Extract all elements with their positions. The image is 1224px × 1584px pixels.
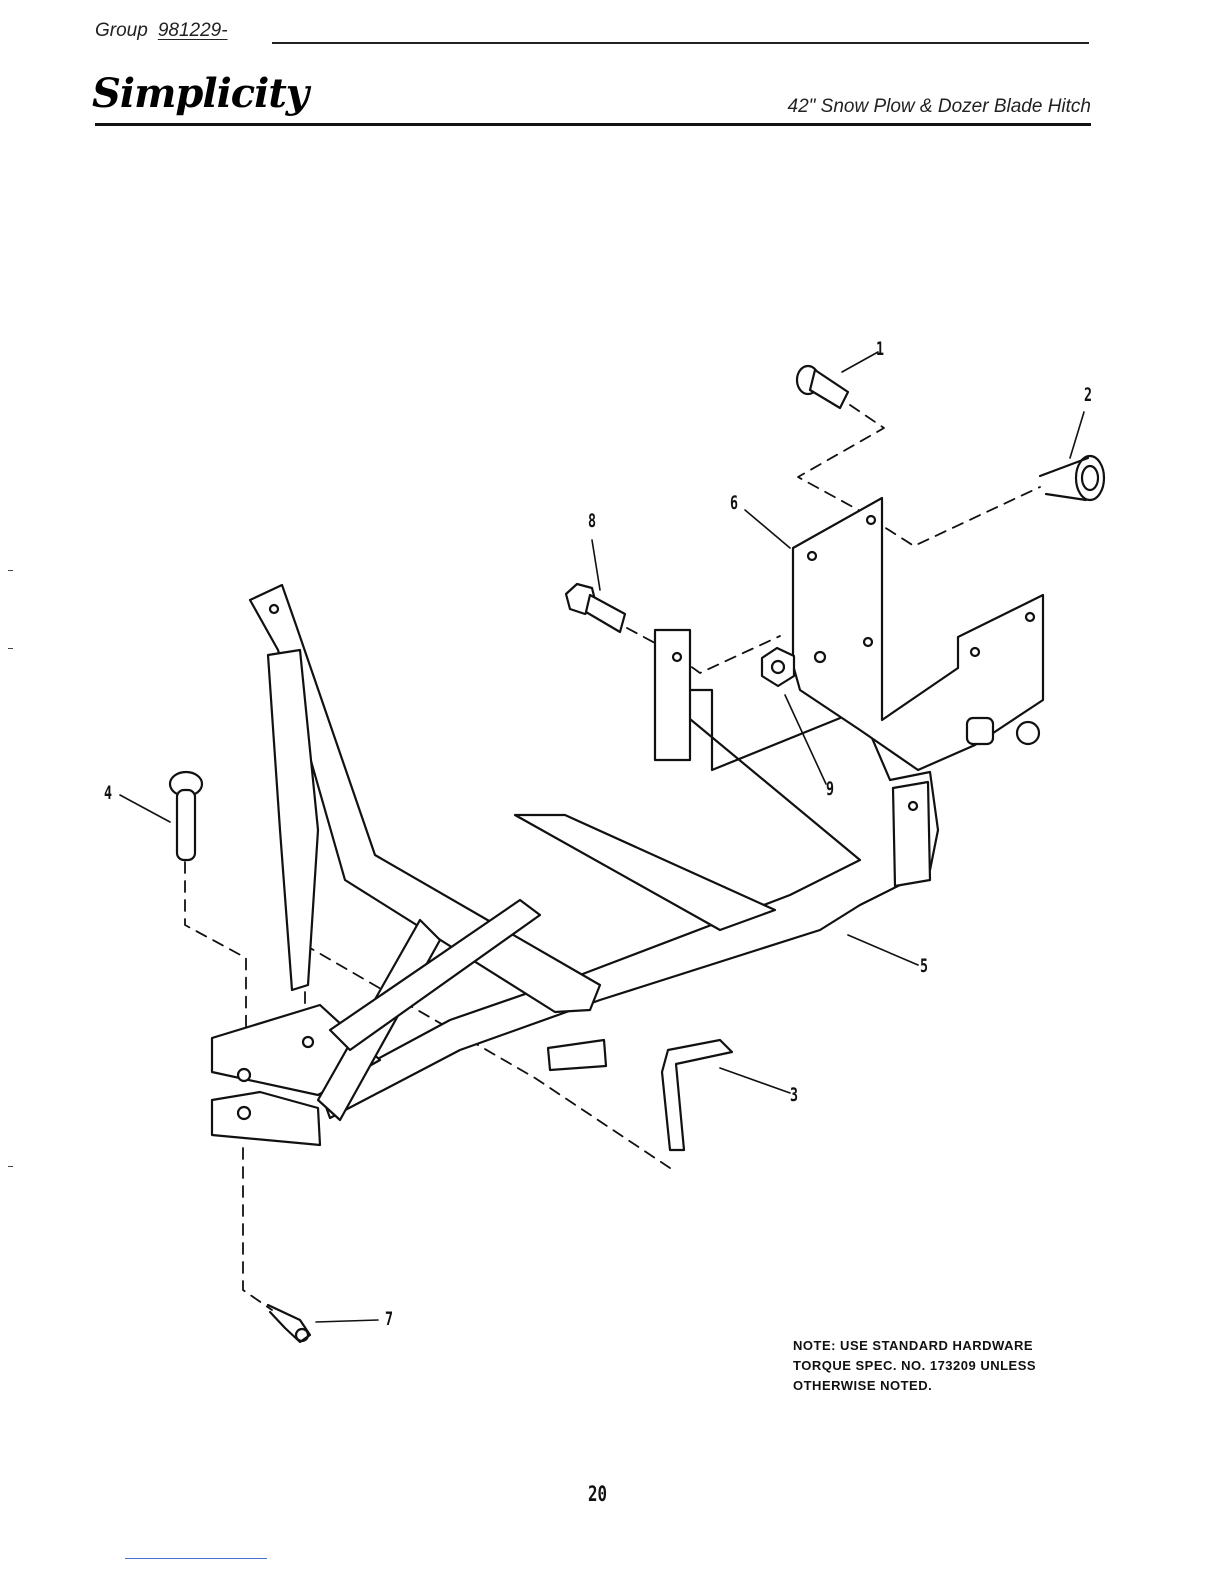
dash-hitch-clip7: [243, 1148, 272, 1310]
frame-nose-plate-bottom: [212, 1092, 320, 1145]
callout-4: 4: [104, 782, 112, 804]
hitch-pin-part-4: [170, 772, 202, 860]
callout-2: 2: [1084, 384, 1092, 406]
note-line-2: TORQUE SPEC. NO. 173209 UNLESS: [793, 1356, 1036, 1376]
callout-5: 5: [920, 955, 928, 977]
callout-6: 6: [730, 492, 738, 514]
callout-1: 1: [876, 338, 884, 360]
torque-note: NOTE: USE STANDARD HARDWARE TORQUE SPEC.…: [793, 1336, 1036, 1396]
dash-bracket-clip2: [870, 487, 1040, 546]
page-number: 20: [588, 1482, 607, 1506]
frame-lower-tab: [548, 1040, 606, 1070]
cotter-clip-part-7: [268, 1305, 310, 1342]
bottom-rule: [125, 1558, 267, 1559]
callout-3: 3: [790, 1084, 798, 1106]
hex-bolt-part-8: [566, 584, 625, 632]
callout-9: 9: [826, 778, 834, 800]
l-pin-part-3: [662, 1040, 732, 1150]
callout-8: 8: [588, 510, 596, 532]
dash-pin1-bracket: [798, 405, 884, 512]
hex-nut-part-9: [762, 648, 794, 686]
note-line-3: OTHERWISE NOTED.: [793, 1376, 1036, 1396]
hair-pin-clip-part-2: [1040, 456, 1104, 500]
callout-7: 7: [385, 1308, 393, 1330]
note-line-1: NOTE: USE STANDARD HARDWARE: [793, 1336, 1036, 1356]
frame-side-rail: [515, 815, 775, 930]
frame-upright-right: [893, 782, 930, 886]
clevis-pin-part-1: [797, 366, 848, 408]
dash-bolt8-bracket: [627, 628, 780, 673]
frame-upright-left: [655, 630, 690, 760]
